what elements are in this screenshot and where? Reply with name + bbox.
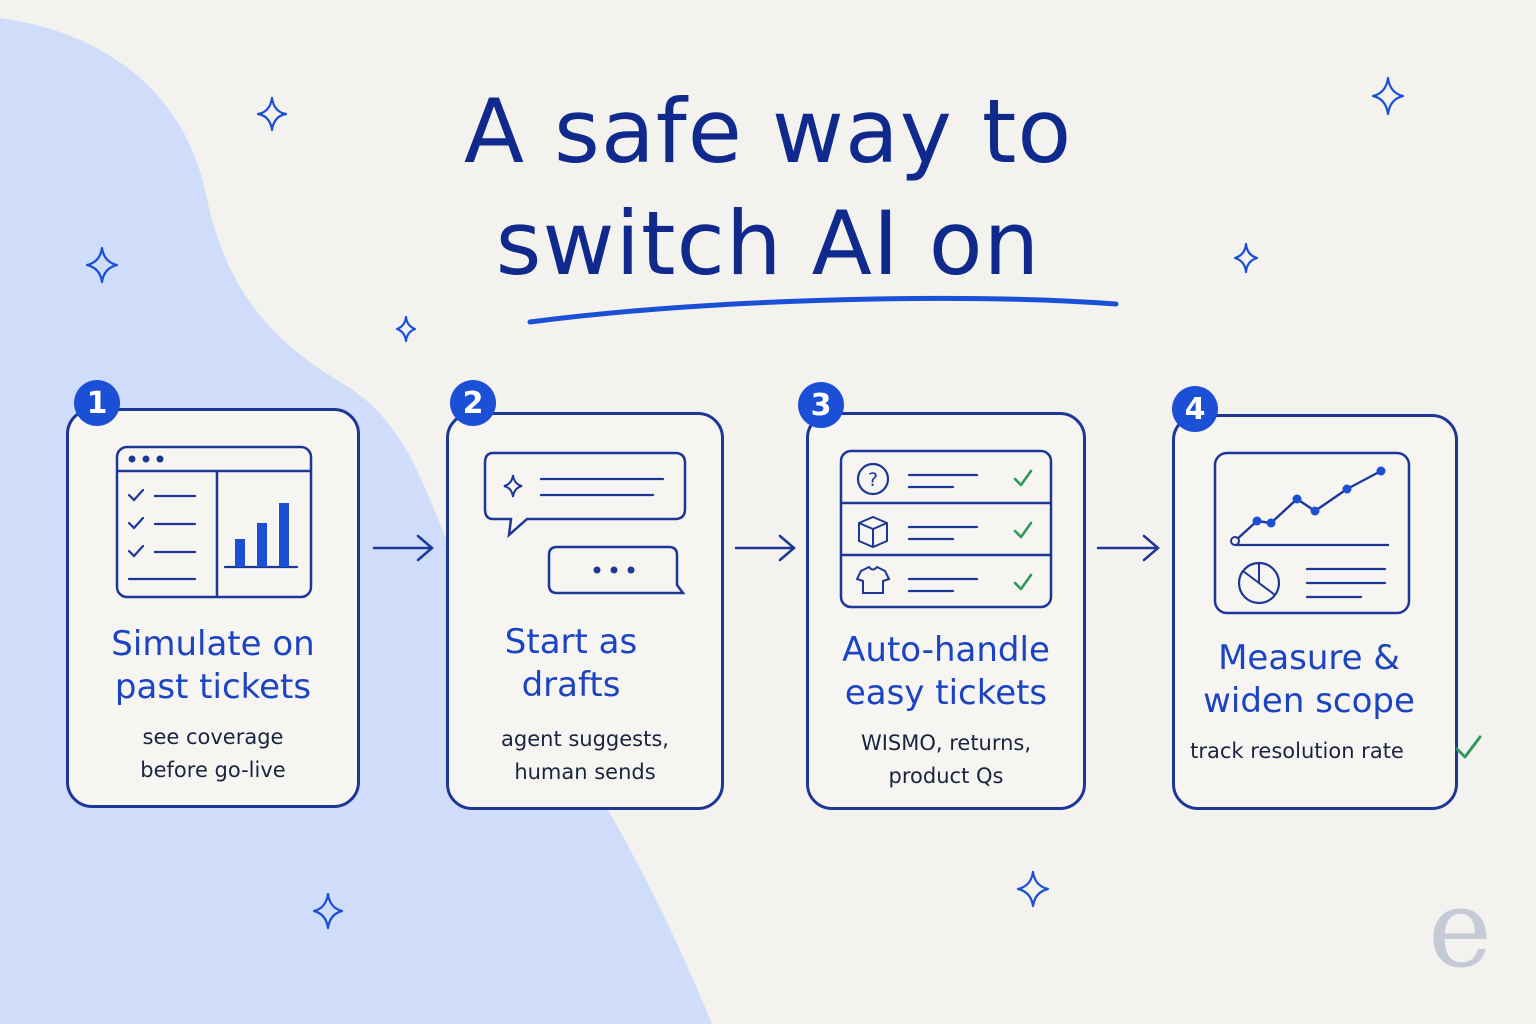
arrow-icon	[372, 534, 434, 562]
step-card-3: ? Auto-handle easy tickets WISMO, return…	[806, 412, 1086, 810]
step-card-4: Measure & widen scope track resolution r…	[1172, 414, 1482, 810]
dashboard-chart-icon	[115, 445, 313, 599]
analytics-dashboard-icon	[1213, 451, 1411, 615]
title-underline	[527, 295, 1119, 325]
step-title-3: Auto-handle easy tickets	[842, 630, 1050, 713]
sparkle-icon	[395, 315, 417, 343]
brand-logo: e	[1428, 867, 1492, 992]
step-title-1: Simulate on past tickets	[111, 624, 315, 707]
sparkle-icon	[312, 892, 344, 930]
step-title-4: Measure & widen scope	[1203, 638, 1415, 721]
step-subtitle-4: track resolution rate	[1190, 739, 1404, 763]
step-number-badge-3: 3	[798, 382, 844, 428]
sparkle-icon	[1233, 242, 1259, 274]
chat-bubbles-icon	[483, 451, 687, 595]
svg-text:?: ?	[868, 469, 878, 491]
checkmark-icon	[1455, 735, 1482, 759]
step-subtitle-3: WISMO, returns, product Qs	[860, 731, 1032, 788]
page-title-line2: switch AI on	[495, 192, 1041, 295]
arrow-icon	[734, 534, 796, 562]
arrow-icon	[1096, 534, 1160, 562]
page-title-line1: A safe way to	[463, 80, 1073, 183]
sparkle-icon	[1016, 870, 1050, 908]
step-card-1: Simulate on past tickets see coverage be…	[66, 408, 360, 808]
ticket-list-icon: ?	[839, 449, 1053, 609]
step-subtitle-2: agent suggests, human sends	[501, 727, 669, 784]
step-title-2: Start as drafts	[504, 622, 638, 705]
step-number-badge-4: 4	[1172, 386, 1218, 432]
sparkle-icon	[85, 246, 119, 284]
sparkle-icon	[256, 96, 288, 132]
step-subtitle-1: see coverage before go-live	[140, 725, 286, 782]
sparkle-icon	[1371, 76, 1405, 116]
step-card-2: Start as drafts agent suggests, human se…	[446, 412, 724, 810]
step-number-badge-1: 1	[74, 380, 120, 426]
step-number-badge-2: 2	[450, 380, 496, 426]
